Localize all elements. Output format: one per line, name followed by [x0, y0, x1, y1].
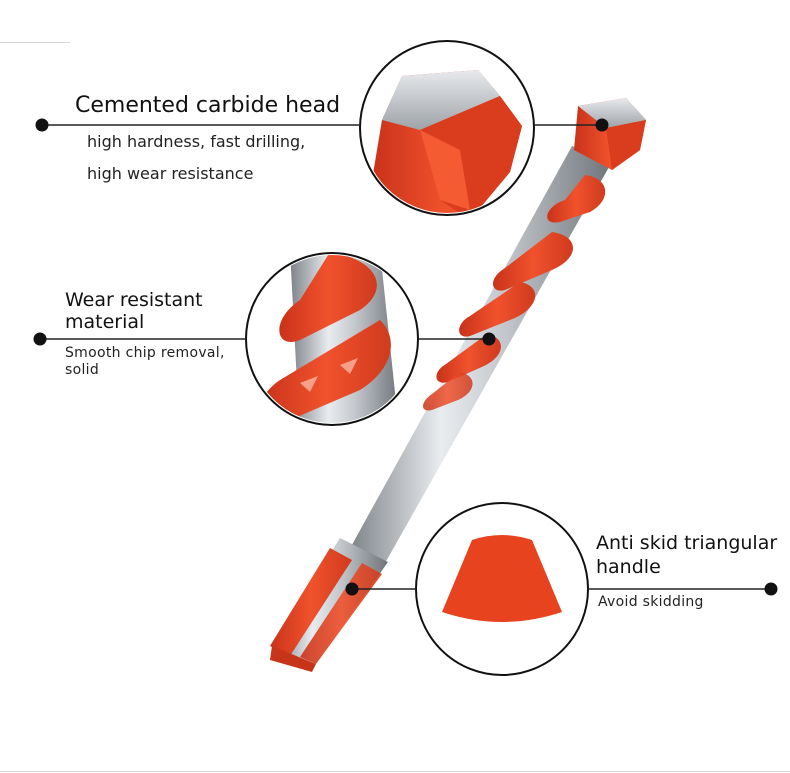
triangular-shank-closeup — [415, 502, 589, 676]
spiral-flute-closeup — [245, 252, 419, 426]
bottom-divider — [0, 771, 790, 772]
feature-title-wear-resistant-line-2: material — [65, 311, 145, 333]
feature-desc-line-1: Smooth chip removal, — [65, 345, 225, 361]
feature-desc-line-1: Avoid skidding — [598, 594, 704, 610]
drill-shank — [270, 538, 388, 672]
feature-title-carbide-head: Cemented carbide head — [75, 93, 341, 118]
top-divider — [0, 42, 70, 43]
feature-desc-line-2: solid — [65, 362, 100, 378]
feature-title-anti-skid-line-2: handle — [596, 556, 661, 578]
callout-lines — [33, 118, 778, 596]
carbide-head-closeup — [359, 40, 535, 216]
feature-title-anti-skid-line-1: Anti skid triangular — [596, 532, 778, 554]
carbide-tip — [574, 98, 646, 170]
feature-title-wear-resistant-line-1: Wear resistant — [65, 289, 203, 311]
feature-desc-line-2: high wear resistance — [87, 164, 254, 183]
feature-desc-line-1: high hardness, fast drilling, — [87, 132, 306, 151]
spiral-flute — [423, 175, 606, 411]
